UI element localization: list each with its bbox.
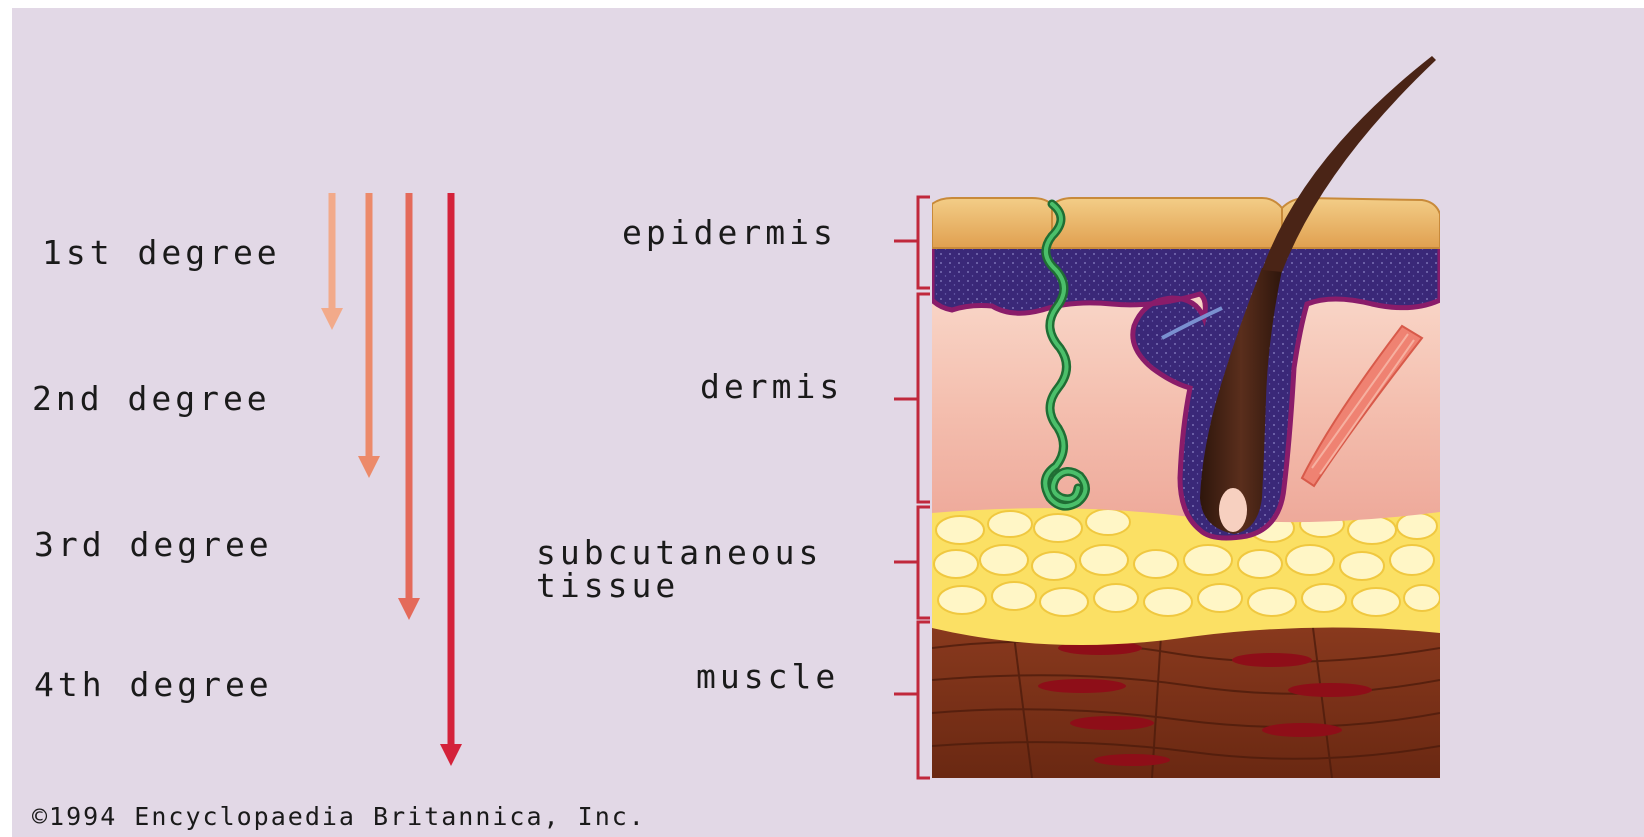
arrow-2nd-degree	[358, 193, 380, 478]
arrow-1st-degree	[321, 193, 343, 330]
diagram-graphics	[12, 8, 1644, 837]
skin-cross-section	[932, 198, 1440, 778]
bracket-muscle	[894, 622, 930, 778]
epidermis-surface	[932, 198, 1440, 248]
arrow-4th-degree	[440, 193, 462, 766]
copyright-notice: ©1994 Encyclopaedia Britannica, Inc.	[32, 802, 646, 831]
bracket-dermis	[894, 294, 930, 502]
burn-depth-diagram: 1st degree 2nd degree 3rd degree 4th deg…	[12, 8, 1644, 837]
arrow-3rd-degree	[398, 193, 420, 620]
bracket-subcutaneous	[894, 507, 930, 618]
bracket-epidermis	[894, 197, 930, 288]
subcutaneous-layer	[932, 503, 1440, 646]
muscle-layer	[932, 620, 1440, 778]
burn-arrows	[321, 193, 462, 766]
layer-brackets	[894, 197, 930, 778]
